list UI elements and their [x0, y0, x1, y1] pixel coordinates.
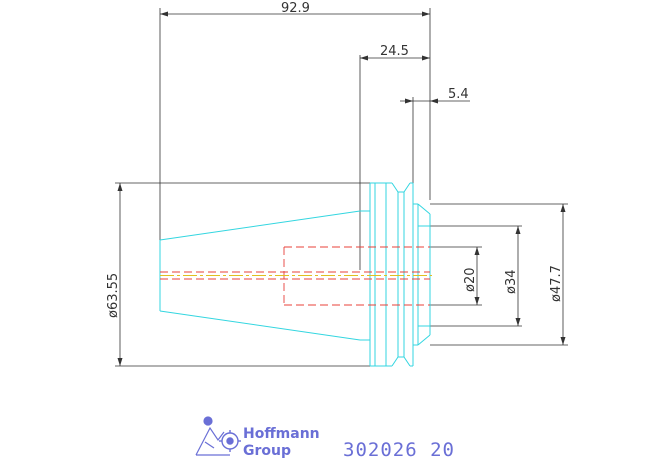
brand-name-line1: Hoffmann: [243, 426, 320, 442]
dim-text-34: ø34: [504, 270, 519, 295]
arrowheads: [117, 11, 566, 366]
part-number: 302026 20: [343, 439, 455, 460]
arrow-24-5-right: [422, 55, 430, 61]
shaft-bottom-chamfer: [417, 334, 431, 346]
arrow-63-55-top: [117, 183, 123, 191]
dim-text-63-55: ø63.55: [106, 273, 121, 318]
arrow-92-9-left: [160, 11, 168, 17]
arrow-5-4-right: [430, 98, 438, 104]
logo-figure-icon: [195, 416, 230, 456]
arrow-47-7-top: [560, 204, 566, 212]
taper-bottom-edge: [159, 310, 361, 341]
arrow-20-bottom: [474, 297, 480, 305]
arrow-63-55-bottom: [117, 358, 123, 366]
arrow-24-5-left: [360, 55, 368, 61]
dim-text-92-9: 92.9: [281, 1, 310, 16]
arrow-92-9-right: [422, 11, 430, 17]
brand-name-line2: Group: [243, 443, 291, 459]
part-outline: [159, 182, 431, 367]
arrow-34-bottom: [515, 318, 521, 326]
dim-text-5-4: 5.4: [448, 87, 469, 102]
taper-top-edge: [159, 210, 361, 241]
v-groove-top: [391, 182, 411, 193]
dim-text-20: ø20: [463, 268, 478, 293]
gear-icon: [219, 430, 241, 452]
arrow-5-4-left: [405, 98, 413, 104]
dimension-lines: [115, 8, 568, 367]
dim-text-24-5: 24.5: [380, 44, 409, 59]
brand-logo: Hoffmann Group: [195, 416, 320, 459]
arrow-34-top: [515, 226, 521, 234]
arrow-20-top: [474, 247, 480, 255]
v-groove-bottom: [391, 356, 411, 367]
arrow-47-7-bottom: [560, 337, 566, 345]
dimension-texts: 92.9 24.5 5.4 ø63.55 ø20 ø34 ø47.7: [106, 1, 564, 318]
shaft-top-chamfer: [417, 203, 431, 215]
dim-text-47-7: ø47.7: [549, 265, 564, 302]
